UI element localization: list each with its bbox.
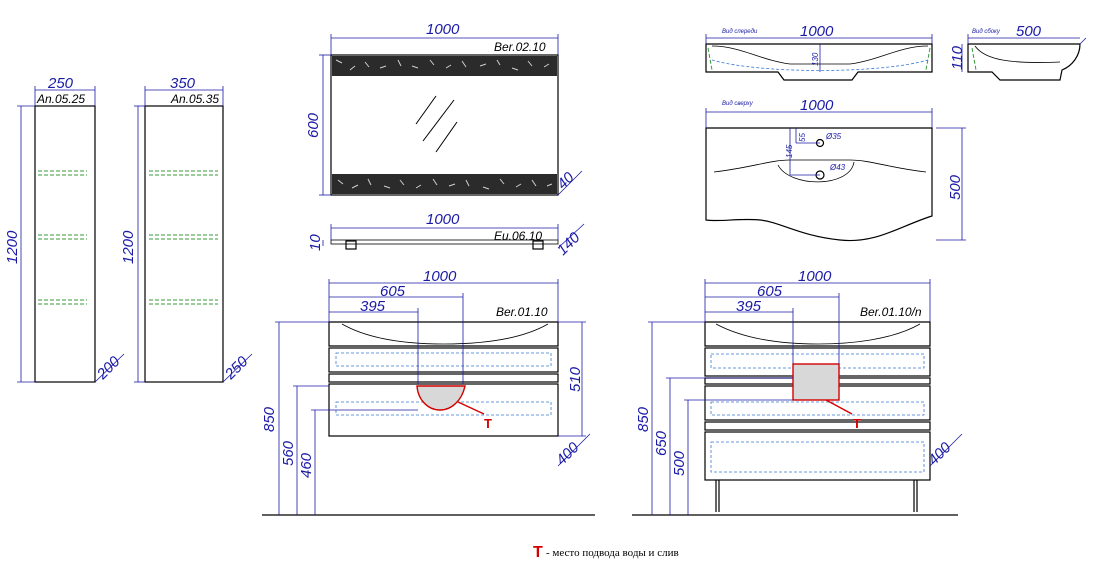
mirror-code: Ber.02.10	[494, 40, 546, 54]
shelf-body	[330, 239, 559, 245]
vanity-wall-drawer-top	[328, 347, 559, 373]
mirror: 1000 Ber.02.10 600 40	[305, 21, 583, 196]
vanity-wall-460: 460	[298, 452, 315, 478]
sink-top-hole2-diameter: Ø43	[829, 163, 846, 172]
vanity-wall-395: 395	[360, 298, 386, 315]
mirror-frame	[330, 54, 559, 196]
cabinet-large-height: 1200	[120, 230, 137, 264]
vanity-wall-connection-zone	[416, 385, 466, 411]
legend-symbol: T	[533, 544, 543, 561]
sink-side-view: Вид сбоку 500 110	[949, 23, 1087, 81]
sink-front-bowl-hidden	[711, 59, 929, 71]
sink-side-label: Вид сбоку	[972, 29, 1001, 35]
sink-side-depth: 500	[1016, 23, 1042, 40]
mirror-top-band	[332, 56, 557, 76]
mirror-height: 600	[305, 112, 322, 138]
vanity-floor-650: 650	[653, 430, 670, 456]
sink-top-hole1-diameter: Ø35	[825, 132, 842, 141]
legend-text: - место подвода воды и слив	[546, 547, 679, 559]
vanity-floor-395: 395	[736, 298, 762, 315]
cabinet-large-depth-line	[222, 353, 253, 383]
cabinet-small-code: An.05.25	[36, 92, 85, 106]
mirror-depth-line	[557, 170, 583, 196]
vanity-floor-t-mark: T	[853, 416, 861, 431]
cabinet-large-code: An.05.35	[170, 92, 219, 106]
vanity-wall-rail	[328, 373, 559, 383]
legend: T - место подвода воды и слив	[533, 544, 679, 561]
mirror-band-texture	[335, 59, 553, 190]
cabinet-small-height: 1200	[4, 230, 21, 264]
shelf-depth-line	[557, 223, 585, 249]
vanity-floor-605: 605	[757, 283, 783, 300]
sink-top-depth: 500	[947, 174, 964, 200]
cabinet-small-width: 250	[47, 75, 74, 92]
vanity-wall-bowl	[341, 323, 549, 345]
sink-front-view: Вид спереди 1000 130	[705, 23, 933, 81]
sink-top-bowl-edge	[713, 159, 927, 173]
vanity-wall-depth: 400	[553, 439, 583, 469]
sink-top-label: Вид сверху	[722, 101, 754, 107]
shelf-holder-left	[345, 240, 357, 250]
sink-side-bowl	[974, 45, 1061, 63]
sink-top-width: 1000	[800, 97, 834, 114]
vanity-floor-basin	[704, 321, 931, 347]
shelf-width: 1000	[426, 211, 460, 228]
vanity-floor-rail-2	[704, 421, 931, 431]
vanity-floor-bowl	[715, 323, 921, 345]
vanity-wall-depth-line	[557, 433, 591, 467]
vanity-wall-510: 510	[567, 366, 584, 392]
sink-side-height: 110	[949, 45, 966, 70]
vanity-wall-basin	[328, 321, 559, 347]
sink-top-view: Вид сверху 1000 500 55 Ø35 145 Ø43	[705, 97, 966, 242]
vanity-floor: T 1000 605 395 Ber.01.10/n 850 650 500 4…	[632, 268, 963, 516]
vanity-wall-t-mark: T	[484, 416, 492, 431]
sink-top-bowl	[777, 161, 855, 183]
vanity-wall: T 1000 605 395 Ber.01.10 850 560 460 510…	[261, 268, 595, 516]
sink-top-hole1: 55	[798, 133, 807, 142]
sink-front-label: Вид спереди	[722, 29, 758, 35]
sink-front-width: 1000	[800, 23, 834, 40]
vanity-floor-depth: 400	[925, 439, 955, 469]
mirror-glare	[415, 95, 458, 153]
sink-top-hole2: 145	[785, 144, 794, 158]
cabinet-large-body	[144, 105, 224, 383]
vanity-wall-560: 560	[280, 440, 297, 466]
shelf-code: Eu.06.10	[494, 229, 542, 243]
cabinet-small: 250 An.05.25 1200 200	[4, 75, 125, 384]
vanity-floor-depth-line	[929, 433, 963, 467]
shelf-height: 10	[307, 234, 324, 251]
vanity-floor-width: 1000	[798, 268, 832, 285]
cabinet-small-depth-line	[94, 353, 125, 383]
cabinet-small-body	[34, 105, 96, 383]
shelf-holder-right	[532, 240, 544, 250]
sink-top-outline	[705, 127, 933, 242]
mirror-width: 1000	[426, 21, 460, 38]
vanity-floor-code: Ber.01.10/n	[860, 305, 922, 319]
vanity-floor-connection-zone	[792, 363, 840, 401]
vanity-wall-width: 1000	[423, 268, 457, 285]
cabinet-large: 350 An.05.35 1200 250	[120, 75, 253, 384]
vanity-floor-drawer-3	[704, 431, 931, 481]
glass-shelf: 1000 Eu.06.10 10 140	[307, 211, 585, 259]
sink-side-outline	[967, 43, 1081, 81]
vanity-wall-code: Ber.01.10	[496, 305, 548, 319]
vanity-floor-850: 850	[635, 406, 652, 432]
cabinet-large-width: 350	[170, 75, 196, 92]
sink-front-inner: 130	[811, 52, 820, 66]
vanity-wall-605: 605	[380, 283, 406, 300]
sink-front-outline	[705, 43, 933, 81]
vanity-wall-850: 850	[261, 406, 278, 432]
mirror-bottom-band	[332, 174, 557, 194]
vanity-floor-500: 500	[671, 450, 688, 476]
